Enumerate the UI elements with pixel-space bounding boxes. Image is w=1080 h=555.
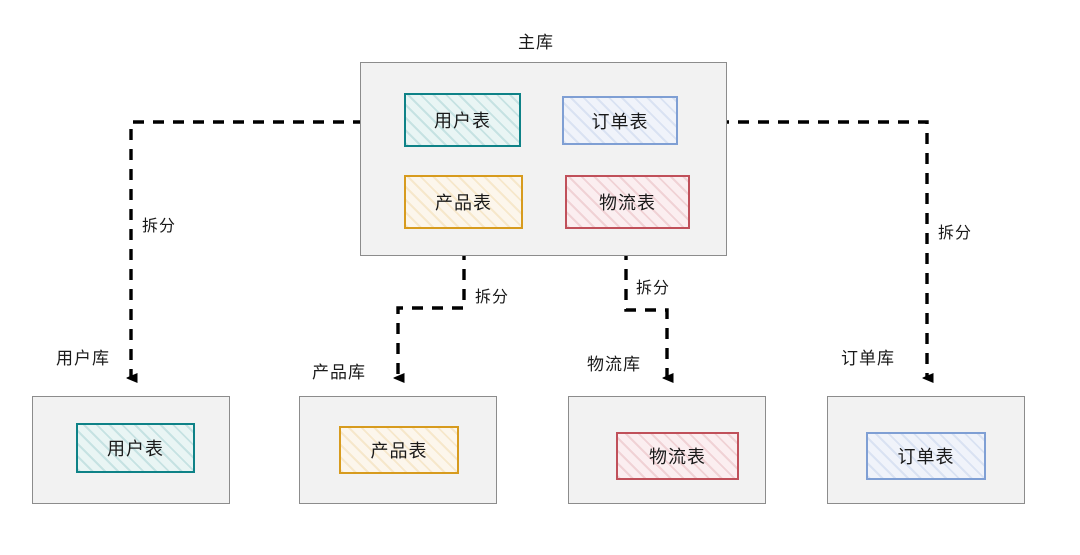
main-db-title: 主库 <box>518 33 554 52</box>
shard-table-product[interactable]: 产品表 <box>339 426 459 474</box>
shard-table-user-label: 用户表 <box>107 439 164 459</box>
edge-product <box>398 229 466 378</box>
main-table-logistics-label: 物流表 <box>599 193 656 213</box>
edge-label-order: 拆分 <box>936 219 975 243</box>
shard-table-logistics-label: 物流表 <box>649 447 706 467</box>
edge-label-logistics: 拆分 <box>634 274 673 298</box>
main-table-logistics[interactable]: 物流表 <box>565 175 690 229</box>
shard-table-order-label: 订单表 <box>897 447 955 467</box>
main-table-product-label: 产品表 <box>435 193 492 213</box>
shard-db-label-logistics: 物流库 <box>587 355 641 374</box>
shard-db-label-order: 订单库 <box>841 349 895 368</box>
edge-logistics <box>624 229 667 378</box>
edge-label-product: 拆分 <box>473 283 512 307</box>
main-table-order-label: 订单表 <box>591 111 649 132</box>
shard-table-user[interactable]: 用户表 <box>76 423 195 473</box>
main-table-user-label: 用户表 <box>434 111 491 131</box>
shard-table-logistics[interactable]: 物流表 <box>616 432 739 480</box>
shard-table-product-label: 产品表 <box>370 441 428 461</box>
edge-user <box>131 120 404 378</box>
shard-db-label-user: 用户库 <box>56 349 110 368</box>
edge-order <box>678 120 927 378</box>
main-table-order[interactable]: 订单表 <box>562 96 678 145</box>
shard-table-order[interactable]: 订单表 <box>866 432 986 480</box>
main-table-product[interactable]: 产品表 <box>404 175 523 229</box>
shard-db-label-product: 产品库 <box>312 363 366 382</box>
main-table-user[interactable]: 用户表 <box>404 93 521 147</box>
edge-label-user: 拆分 <box>140 212 179 236</box>
